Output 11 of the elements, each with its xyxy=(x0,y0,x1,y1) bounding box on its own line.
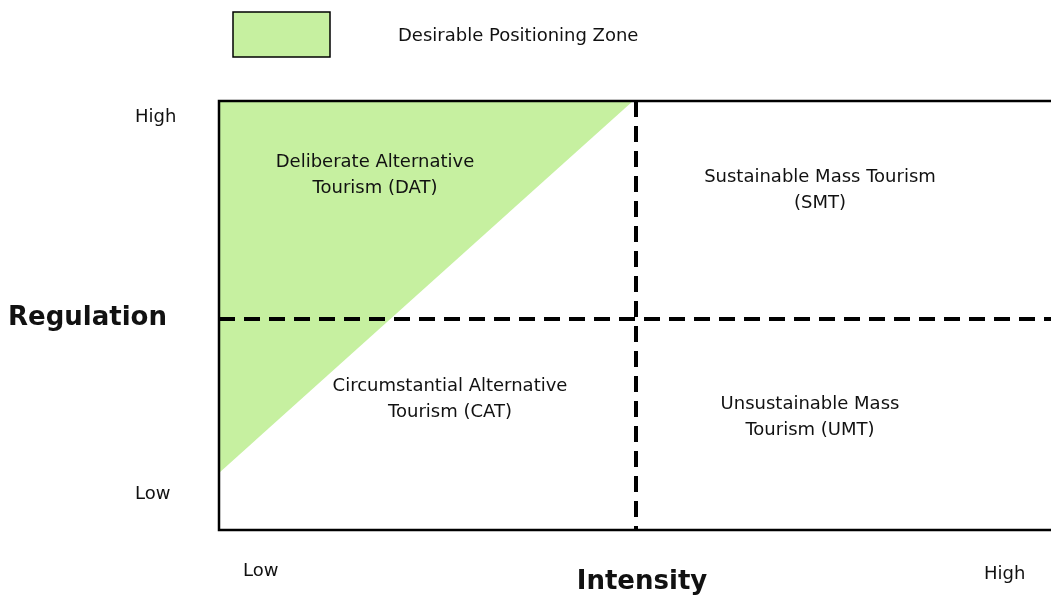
axis-tick-label: Low xyxy=(135,482,171,503)
axis-title: Regulation xyxy=(8,301,167,331)
quadrant-label: Unsustainable Mass Tourism (UMT) xyxy=(719,391,901,441)
legend-label: Desirable Positioning Zone xyxy=(398,24,639,45)
axis-tick-label: Low xyxy=(243,559,279,580)
axis-title: Intensity xyxy=(576,564,708,595)
axis-tick-label: High xyxy=(135,105,177,126)
axis-tick-label: High xyxy=(984,562,1026,583)
quadrant-label: Deliberate Alternative Tourism (DAT) xyxy=(274,149,476,199)
quadrant-label: Circumstantial Alternative Tourism (CAT) xyxy=(331,373,569,423)
quadrant-label: Sustainable Mass Tourism (SMT) xyxy=(703,164,937,214)
